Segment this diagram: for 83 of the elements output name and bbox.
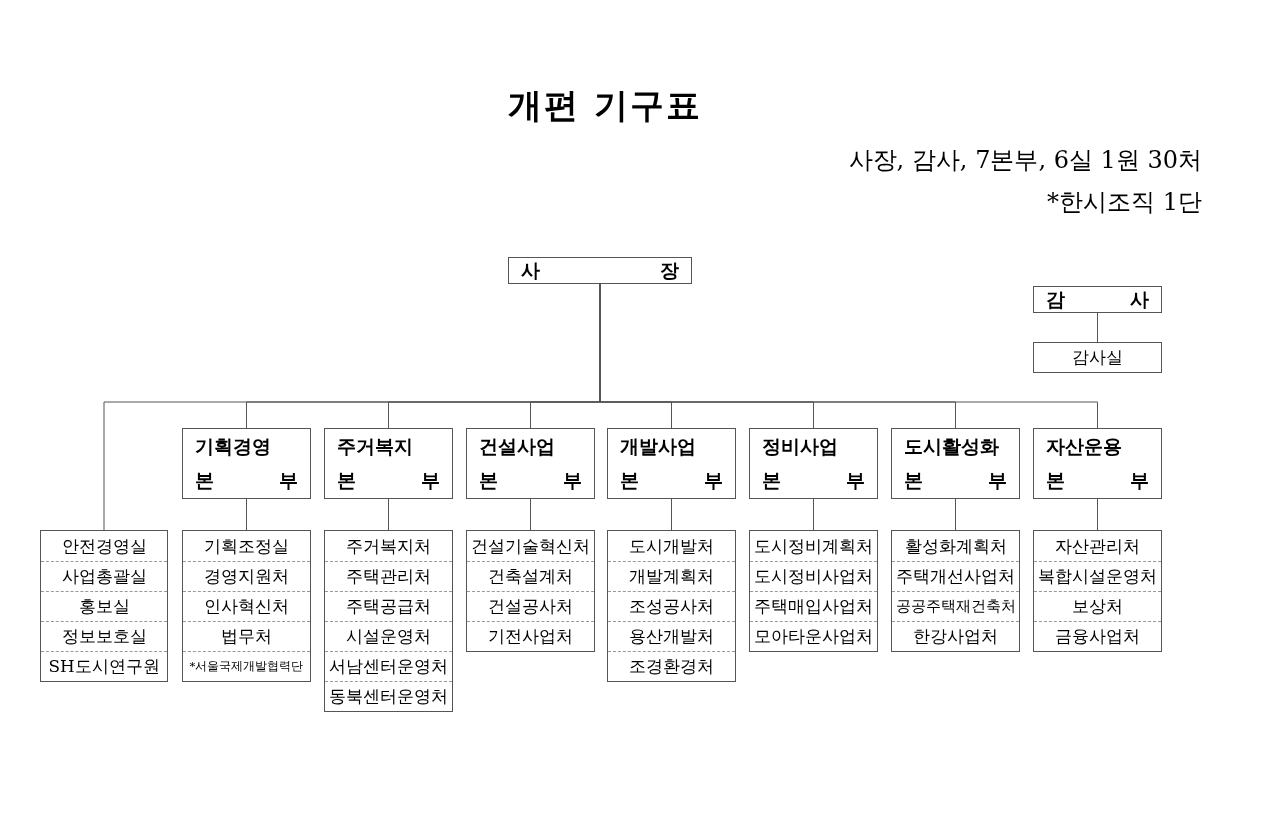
connector-line — [388, 498, 389, 531]
executive-title: 감 사 — [1046, 290, 1149, 309]
unit-name: 정보보호실 — [41, 621, 167, 651]
division-box — [466, 428, 595, 499]
unit-name: 주거복지처 — [345, 534, 432, 558]
unit-name: 감사실 — [1072, 349, 1123, 366]
unit-name: 안전경영실 — [60, 534, 148, 558]
unit-name: 금융사업처 — [1034, 621, 1161, 651]
division-name: 본 부 — [762, 471, 865, 490]
unit-name: 도시개발처 — [628, 534, 715, 558]
unit-name: SH도시연구원 — [41, 651, 167, 681]
unit-name: *서울국제개발협력단 — [183, 651, 310, 681]
division-name: 본 부 — [479, 471, 582, 490]
unit-name: 건축설계처 — [467, 561, 594, 591]
unit-name: 법무처 — [183, 621, 310, 651]
unit-name: 공공주택재건축처 — [892, 591, 1019, 621]
division-box — [891, 428, 1020, 499]
division-name: 개발사업 — [620, 437, 697, 456]
unit-name: 동북센터운영처 — [325, 681, 452, 711]
unit-name: 주택개선사업처 — [892, 561, 1019, 591]
connector-line — [246, 498, 247, 531]
division-name: 본 부 — [620, 471, 723, 490]
unit-list-box — [324, 530, 453, 712]
division-name: 본 부 — [1046, 471, 1149, 490]
unit-name: 시설운영처 — [325, 621, 452, 651]
unit-name: 개발계획처 — [608, 561, 735, 591]
division-box — [324, 428, 453, 499]
executive-box — [1033, 286, 1162, 313]
division-name: 건설사업 — [479, 437, 556, 456]
division-box — [182, 428, 311, 499]
connector-line — [1097, 312, 1098, 343]
summary-note: 사장, 감사, 7본부, 6실 1원 30처 — [848, 148, 1202, 172]
unit-list-box — [182, 530, 311, 682]
division-name: 주거복지 — [337, 437, 414, 456]
unit-name: 사업총괄실 — [41, 561, 167, 591]
connector-line — [530, 498, 531, 531]
unit-name: 용산개발처 — [608, 621, 735, 651]
unit-list-box — [1033, 530, 1162, 652]
division-name: 정비사업 — [762, 437, 839, 456]
division-box — [607, 428, 736, 499]
unit-name: 도시정비계획처 — [753, 534, 874, 558]
executive-title: 사 장 — [521, 261, 679, 280]
unit-name: 기전사업처 — [467, 621, 594, 651]
connector-line — [813, 498, 814, 531]
unit-name: 조성공사처 — [608, 591, 735, 621]
division-name: 기획경영 — [195, 437, 272, 456]
unit-name: 모아타운사업처 — [750, 621, 877, 651]
unit-name: 주택매입사업처 — [750, 591, 877, 621]
unit-name: 건설기술혁신처 — [470, 534, 591, 558]
unit-name: 주택공급처 — [325, 591, 452, 621]
division-name: 본 부 — [337, 471, 440, 490]
unit-list-box — [466, 530, 595, 652]
unit-list-box — [40, 530, 168, 682]
unit-name: 기획조정실 — [203, 534, 290, 558]
unit-name: 보상처 — [1034, 591, 1161, 621]
unit-name: 경영지원처 — [183, 561, 310, 591]
unit-box — [1033, 342, 1162, 373]
unit-name: 조경환경처 — [608, 651, 735, 681]
division-name: 본 부 — [904, 471, 1007, 490]
unit-list-box — [891, 530, 1020, 652]
connector-line — [671, 498, 672, 531]
connector-line — [955, 498, 956, 531]
executive-box — [508, 257, 692, 284]
division-name: 본 부 — [195, 471, 298, 490]
division-name: 도시활성화 — [904, 437, 1000, 456]
unit-name: 인사혁신처 — [183, 591, 310, 621]
unit-name: 주택관리처 — [325, 561, 452, 591]
unit-name: 한강사업처 — [892, 621, 1019, 651]
unit-name: 활성화계획처 — [903, 534, 1008, 558]
unit-list-box — [749, 530, 878, 652]
unit-name: 홍보실 — [41, 591, 167, 621]
summary-note: *한시조직 1단 — [1047, 190, 1202, 214]
unit-name: 서남센터운영처 — [325, 651, 452, 681]
division-box — [749, 428, 878, 499]
unit-name: 복합시설운영처 — [1034, 561, 1161, 591]
unit-name: 자산관리처 — [1054, 534, 1141, 558]
unit-list-box — [607, 530, 736, 682]
division-box — [1033, 428, 1162, 499]
division-name: 자산운용 — [1046, 437, 1123, 456]
connector-line — [1097, 498, 1098, 531]
unit-name: 도시정비사업처 — [750, 561, 877, 591]
chart-title: 개편 기구표 — [508, 88, 702, 122]
unit-name: 건설공사처 — [467, 591, 594, 621]
